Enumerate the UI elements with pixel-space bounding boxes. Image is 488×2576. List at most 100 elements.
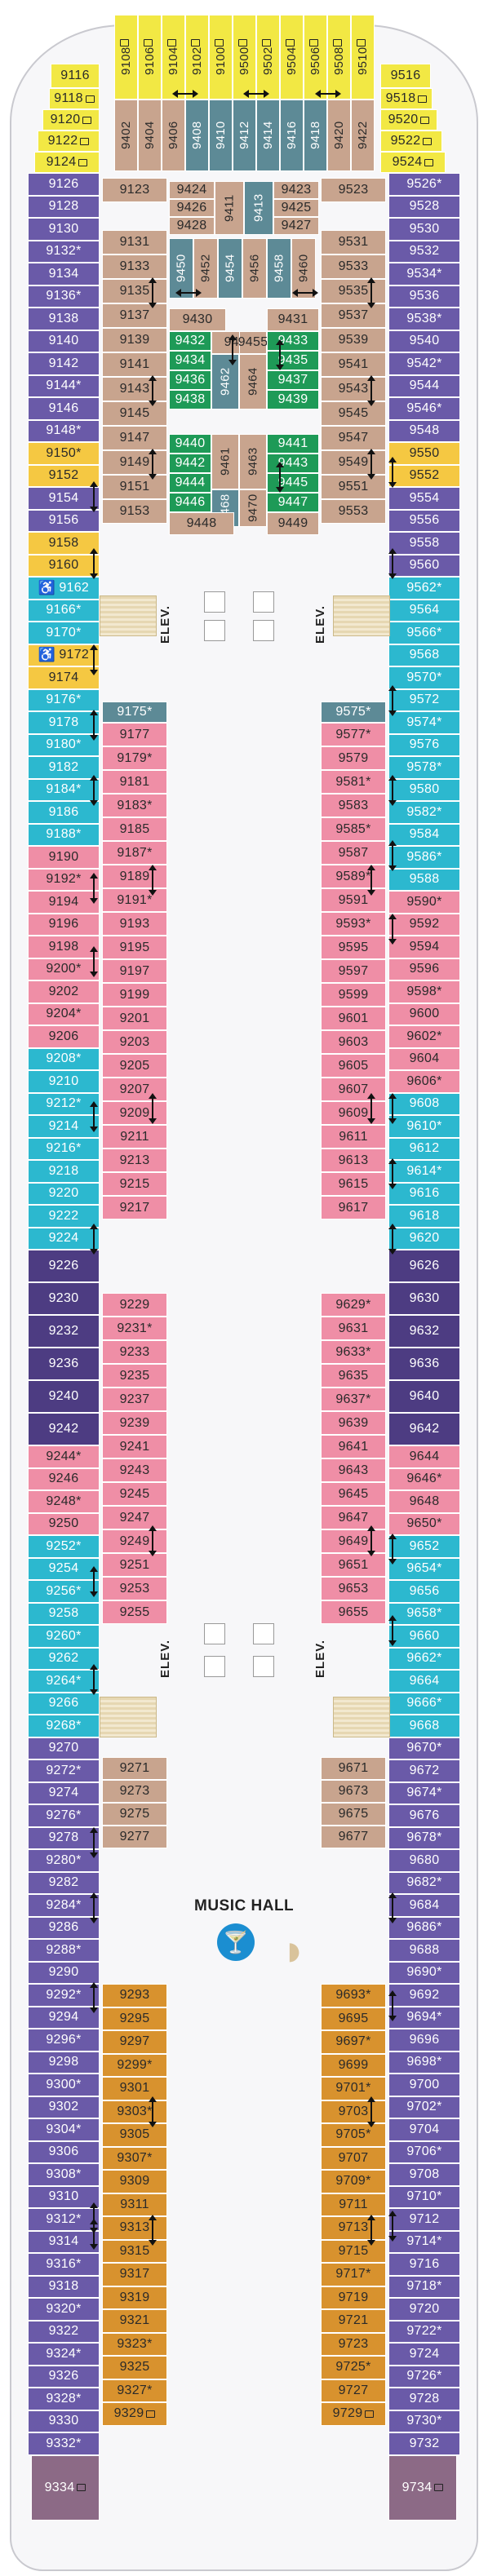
cabin-9629[interactable]: 9629* [321,1293,386,1317]
cabin-9255[interactable]: 9255 [102,1600,167,1624]
cabin-9426[interactable]: 9426 [169,199,215,217]
cabin-9581[interactable]: 9581* [321,770,386,794]
cabin-9719[interactable]: 9719 [321,2286,386,2309]
cabin-9672[interactable]: 9672 [388,1759,460,1782]
cabin-9641[interactable]: 9641 [321,1435,386,1458]
cabin-9436[interactable]: 9436 [169,370,211,390]
cabin-9273[interactable]: 9273 [102,1780,167,1803]
cabin-9524[interactable]: 9524 [380,152,446,173]
cabin-9444[interactable]: 9444 [169,473,211,493]
cabin-9562[interactable]: 9562* [388,577,460,600]
cabin-9237[interactable]: 9237 [102,1388,167,1411]
cabin-9260[interactable]: 9260* [28,1625,100,1648]
cabin-9235[interactable]: 9235 [102,1364,167,1388]
cabin-9574[interactable]: 9574* [388,711,460,734]
cabin-9240[interactable]: 9240 [28,1380,100,1413]
cabin-9652[interactable]: 9652 [388,1535,460,1558]
cabin-9588[interactable]: 9588 [388,868,460,891]
cabin-9440[interactable]: 9440 [169,434,211,454]
cabin-9296[interactable]: 9296* [28,2029,100,2052]
cabin-9322[interactable]: 9322 [28,2320,100,2343]
cabin-9411[interactable]: 9411 [215,181,244,235]
cabin-9449[interactable]: 9449 [267,512,319,535]
cabin-9682[interactable]: 9682* [388,1871,460,1894]
cabin-9504[interactable]: 9504 [280,15,304,100]
cabin-9692[interactable]: 9692 [388,1984,460,2007]
cabin-9650[interactable]: 9650* [388,1512,460,1535]
cabin-9196[interactable]: 9196 [28,913,100,936]
cabin-9707[interactable]: 9707 [321,2146,386,2170]
cabin-9655[interactable]: 9655 [321,1600,386,1624]
cabin-9722[interactable]: 9722* [388,2320,460,2343]
cabin-9651[interactable]: 9651 [321,1553,386,1577]
cabin-9690[interactable]: 9690* [388,1961,460,1984]
cabin-9308[interactable]: 9308* [28,2163,100,2186]
cabin-9698[interactable]: 9698* [388,2051,460,2074]
cabin-9230[interactable]: 9230 [28,1282,100,1315]
cabin-9600[interactable]: 9600 [388,1003,460,1025]
cabin-9656[interactable]: 9656 [388,1580,460,1603]
cabin-9424[interactable]: 9424 [169,181,215,199]
cabin-9726[interactable]: 9726* [388,2365,460,2388]
cabin-9686[interactable]: 9686* [388,1916,460,1939]
cabin-9696[interactable]: 9696 [388,2029,460,2052]
cabin-9599[interactable]: 9599 [321,983,386,1007]
cabin-9556[interactable]: 9556 [388,509,460,532]
cabin-9130[interactable]: 9130 [28,218,100,241]
cabin-9195[interactable]: 9195 [102,936,167,959]
cabin-9166[interactable]: 9166* [28,599,100,622]
cabin-9536[interactable]: 9536 [388,285,460,308]
cabin-9582[interactable]: 9582* [388,801,460,824]
cabin-9231[interactable]: 9231* [102,1317,167,1340]
cabin-9133[interactable]: 9133 [102,255,167,279]
cabin-9677[interactable]: 9677 [321,1826,386,1848]
cabin-9270[interactable]: 9270 [28,1737,100,1759]
cabin-9272[interactable]: 9272* [28,1759,100,1782]
cabin-9522[interactable]: 9522 [380,131,442,152]
cabin-9724[interactable]: 9724 [388,2343,460,2366]
cabin-9630[interactable]: 9630 [388,1282,460,1315]
cabin-9246[interactable]: 9246 [28,1467,100,1490]
cabin-9193[interactable]: 9193 [102,912,167,936]
cabin-9128[interactable]: 9128 [28,195,100,218]
cabin-9300[interactable]: 9300* [28,2074,100,2096]
cabin-9243[interactable]: 9243 [102,1458,167,1482]
cabin-9252[interactable]: 9252* [28,1535,100,1558]
cabin-9668[interactable]: 9668 [388,1715,460,1737]
cabin-9241[interactable]: 9241 [102,1435,167,1458]
cabin-9587[interactable]: 9587 [321,841,386,865]
cabin-9721[interactable]: 9721 [321,2309,386,2333]
cabin-9526[interactable]: 9526* [388,173,460,196]
cabin-9684[interactable]: 9684 [388,1894,460,1917]
cabin-9156[interactable]: 9156 [28,509,100,532]
cabin-9570[interactable]: 9570* [388,666,460,689]
cabin-9666[interactable]: 9666* [388,1692,460,1715]
cabin-9520[interactable]: 9520 [380,109,437,131]
cabin-9558[interactable]: 9558 [388,532,460,555]
cabin-9633[interactable]: 9633* [321,1340,386,1364]
cabin-9170[interactable]: 9170* [28,622,100,644]
cabin-9446[interactable]: 9446 [169,493,211,512]
cabin-9518[interactable]: 9518 [380,88,433,109]
cabin-9185[interactable]: 9185 [102,817,167,841]
cabin-9298[interactable]: 9298 [28,2051,100,2074]
cabin-9699[interactable]: 9699 [321,2053,386,2077]
cabin-9631[interactable]: 9631 [321,1317,386,1340]
cabin-9187[interactable]: 9187* [102,841,167,865]
cabin-9544[interactable]: 9544 [388,374,460,397]
cabin-9610[interactable]: 9610* [388,1115,460,1138]
cabin-9458[interactable]: 9458 [267,238,291,299]
cabin-9140[interactable]: 9140 [28,330,100,352]
cabin-9176[interactable]: 9176* [28,688,100,711]
cabin-9706[interactable]: 9706* [388,2140,460,2163]
cabin-9148[interactable]: 9148* [28,419,100,442]
cabin-9248[interactable]: 9248* [28,1490,100,1513]
cabin-9321[interactable]: 9321 [102,2309,167,2333]
cabin-9239[interactable]: 9239 [102,1411,167,1435]
cabin-9604[interactable]: 9604 [388,1047,460,1070]
cabin-9448[interactable]: 9448 [169,512,234,535]
cabin-9502[interactable]: 9502 [256,15,280,100]
cabin-9217[interactable]: 9217 [102,1196,167,1219]
cabin-9642[interactable]: 9642 [388,1413,460,1445]
cabin-9592[interactable]: 9592 [388,913,460,936]
